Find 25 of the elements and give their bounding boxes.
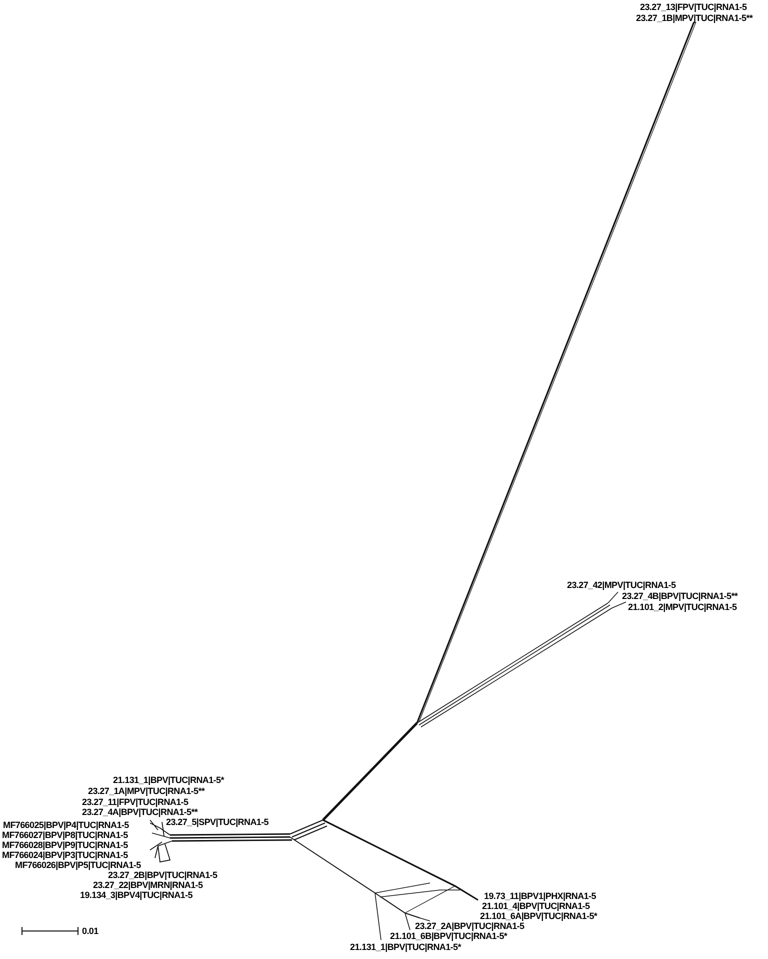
taxon-label: 21.101_6B|BPV|TUC|RNA1-5*	[390, 932, 508, 941]
taxon-label: 23.27_4B|BPV|TUC|RNA1-5**	[622, 592, 738, 601]
taxon-label: 21.101_6A|BPV|TUC|RNA1-5*	[480, 912, 598, 921]
taxon-label: 23.27_22|BPV|MRN|RNA1-5	[93, 881, 203, 890]
taxon-label: MF766028|BPV|P9|TUC|RNA1-5	[2, 841, 128, 850]
taxon-label: 23.27_1A|MPV|TUC|RNA1-5**	[88, 787, 205, 796]
taxon-label: 21.131_1|BPV|TUC|RNA1-5*	[350, 943, 461, 952]
taxon-label: 23.27_4A|BPV|TUC|RNA1-5**	[82, 808, 198, 817]
taxon-label: 23.27_5|SPV|TUC|RNA1-5	[166, 818, 268, 827]
taxon-label: 23.27_2B|BPV|TUC|RNA1-5	[108, 871, 218, 880]
taxon-label: 21.101_2|MPV|TUC|RNA1-5	[628, 603, 737, 612]
taxon-label: 23.27_1B|MPV|TUC|RNA1-5**	[636, 14, 753, 23]
taxon-label: MF766026|BPV|P5|TUC|RNA1-5	[15, 861, 141, 870]
taxon-label: 21.101_4|BPV|TUC|RNA1-5	[482, 902, 590, 911]
taxon-label: 19.134_3|BPV4|TUC|RNA1-5	[80, 891, 192, 900]
taxon-label: MF766025|BPV|P4|TUC|RNA1-5	[3, 821, 129, 830]
taxon-label: 19.73_11|BPV1|PHX|RNA1-5	[484, 892, 596, 901]
taxon-label: 23.27_13|FPV|TUC|RNA1-5	[640, 3, 747, 12]
taxon-label: MF766024|BPV|P3|TUC|RNA1-5	[2, 851, 128, 860]
taxon-label: MF766027|BPV|P8|TUC|RNA1-5	[2, 831, 128, 840]
taxon-label: 23.27_2A|BPV|TUC|RNA1-5	[415, 922, 524, 931]
taxon-label: 23.27_11|FPV|TUC|RNA1-5	[82, 798, 188, 807]
taxon-label: 23.27_42|MPV|TUC|RNA1-5	[567, 581, 676, 590]
scale-label: 0.01	[82, 927, 98, 936]
taxon-label: 21.131_1|BPV|TUC|RNA1-5*	[113, 776, 224, 785]
